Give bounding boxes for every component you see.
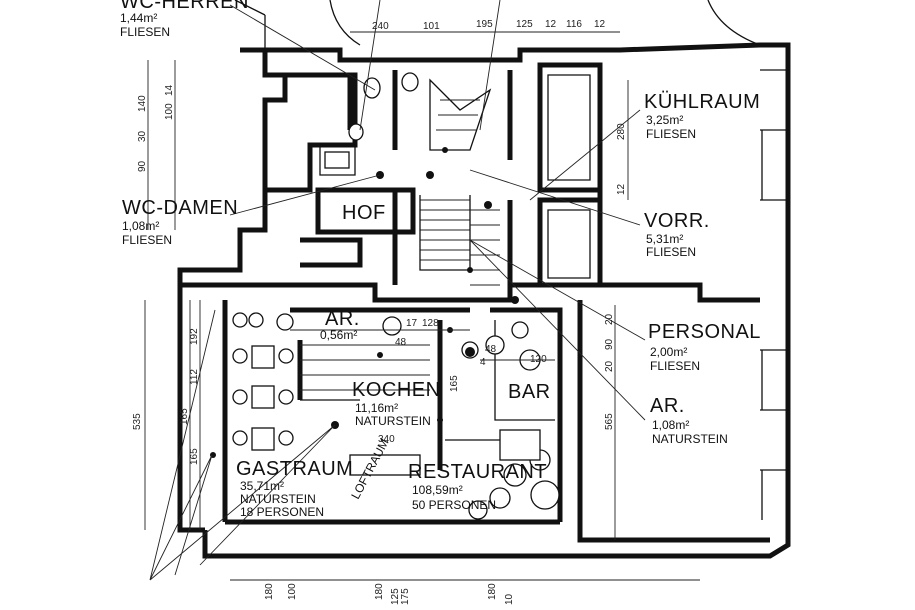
- dim-kochen-mid-2: 4: [480, 357, 486, 368]
- dim-left-upper-4: 90: [137, 160, 148, 172]
- dim-left-lower-4: 192: [189, 328, 200, 345]
- kochen-floor: NATURSTEIN: [355, 414, 431, 428]
- dimension-texts: 240 101 195 125 12 116 12 140 100 14 30 …: [132, 19, 627, 605]
- ar-top-name: AR.: [325, 308, 360, 330]
- staircase: [300, 78, 500, 391]
- dim-right-mid-1: 90: [604, 338, 615, 350]
- outer-walls: [177, 0, 791, 559]
- furniture: [210, 72, 560, 520]
- vorr-area: 5,31m²: [646, 232, 683, 246]
- dim-bottom-6: 10: [504, 593, 515, 605]
- kuehlraum-area: 3,25m²: [646, 113, 683, 127]
- wc-herren-area: 1,44m²: [120, 11, 157, 25]
- leader-lines: [149, 0, 646, 581]
- inner-walls: [222, 62, 760, 522]
- wc-herren-floor: FLIESEN: [120, 25, 170, 39]
- wc-damen-area: 1,08m²: [122, 219, 159, 233]
- dim-left-lower-0: 535: [132, 413, 143, 430]
- dim-left-upper-1: 100: [164, 103, 175, 120]
- dim-left-upper-2: 14: [164, 84, 175, 96]
- dim-right-mid-3: 565: [604, 413, 615, 430]
- dim-left-lower-1: 165: [179, 408, 190, 425]
- kochen-area: 11,16m²: [355, 401, 398, 415]
- ar-right-area: 1,08m²: [652, 418, 689, 432]
- dim-left-lower-2: 165: [189, 448, 200, 465]
- dimension-lines: [144, 31, 700, 581]
- ar-right-floor: NATURSTEIN: [652, 432, 728, 446]
- dim-top-4: 12: [545, 19, 557, 30]
- ar-right-name: AR.: [650, 395, 685, 417]
- restaurant-name: RESTAURANT: [408, 461, 547, 483]
- gastraum-capacity: 18 PERSONEN: [240, 505, 324, 519]
- dim-kochen-top-3: 48: [485, 344, 497, 355]
- dim-right-mid-0: 20: [604, 313, 615, 325]
- wc-herren-name: WC-HERREN: [120, 0, 249, 13]
- dim-bottom-0: 180: [264, 583, 275, 600]
- vorr-name: VORR.: [644, 210, 710, 232]
- dim-kochen-mid-1: 165: [449, 375, 460, 392]
- dim-kochen-top-2: 128: [422, 318, 439, 329]
- personal-name: PERSONAL: [648, 321, 761, 343]
- wc-damen-name: WC-DAMEN: [122, 197, 238, 219]
- dim-bottom-3: 125: [390, 588, 401, 605]
- ar-top-area: 0,56m²: [320, 328, 357, 342]
- dim-top-2: 195: [476, 19, 493, 30]
- dim-top-6: 12: [594, 19, 606, 30]
- bar-name: BAR: [508, 381, 551, 403]
- gastraum-name: GASTRAUM: [236, 458, 353, 480]
- dim-kochen-top-1: 17: [406, 318, 418, 329]
- dim-left-upper-3: 30: [137, 130, 148, 142]
- dim-top-5: 116: [566, 19, 582, 30]
- restaurant-area: 108,59m²: [412, 483, 463, 497]
- dim-top-1: 101: [423, 21, 440, 32]
- hof-name: HOF: [342, 202, 386, 224]
- room-labels: WC-HERREN 1,44m² FLIESEN WC-DAMEN 1,08m²…: [120, 0, 761, 519]
- restaurant-capacity: 50 PERSONEN: [412, 498, 496, 512]
- gastraum-floor: NATURSTEIN: [240, 492, 316, 506]
- dim-bottom-5: 180: [487, 583, 498, 600]
- dim-bottom-2: 180: [374, 583, 385, 600]
- kochen-name: KOCHEN: [352, 379, 441, 401]
- wc-damen-floor: FLIESEN: [122, 233, 172, 247]
- dim-kochen-mid-0: 340: [378, 434, 395, 445]
- kuehlraum-name: KÜHLRAUM: [644, 91, 760, 113]
- dim-bottom-4: 175: [400, 588, 411, 605]
- personal-area: 2,00m²: [650, 345, 687, 359]
- dim-kuehl-0: 280: [616, 123, 627, 140]
- dim-kochen-top-4: 120: [530, 354, 547, 365]
- dim-left-lower-3: 112: [189, 369, 200, 385]
- personal-floor: FLIESEN: [650, 359, 700, 373]
- gastraum-area: 35,71m²: [240, 479, 284, 493]
- dim-kuehl-1: 12: [616, 183, 627, 195]
- vorr-floor: FLIESEN: [646, 245, 696, 259]
- dim-top-0: 240: [372, 21, 389, 32]
- dim-kochen-top-0: 48: [395, 337, 407, 348]
- dim-bottom-1: 100: [287, 583, 298, 600]
- kuehlraum-floor: FLIESEN: [646, 127, 696, 141]
- dim-left-upper-0: 140: [137, 95, 148, 112]
- dim-top-3: 125: [516, 19, 533, 30]
- dim-right-mid-2: 20: [604, 360, 615, 372]
